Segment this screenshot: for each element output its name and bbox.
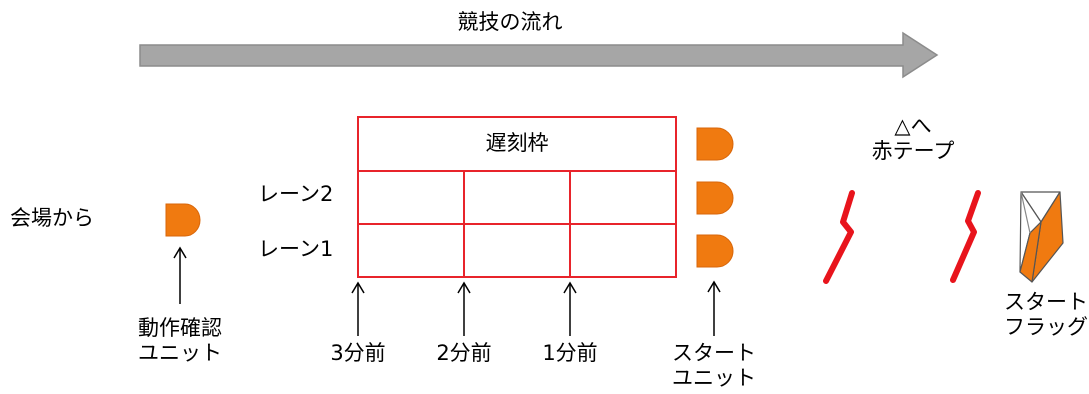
red-tape-label-line2: 赤テープ [871,139,955,164]
red-tape-right [950,190,981,283]
start-flag-label-line2: フラッグ [1004,315,1088,340]
start-flag-label-line1: スタート [1004,290,1088,314]
start-unit-icon-lane2 [696,181,734,215]
start-unit-pointer-arrow [707,280,721,336]
start-unit-label: スタート ユニット [672,341,756,391]
check-unit-label-line1: 動作確認 [138,316,222,340]
late-slot-grid [357,116,677,278]
check-unit-pointer-arrow [173,246,187,304]
red-tape-label: △へ 赤テープ [872,114,955,164]
start-flag-label: スタート フラッグ [1004,290,1088,340]
flow-label: 競技の流れ [457,10,563,34]
time-label-3min: 3分前 [330,341,386,365]
start-unit-icon-late [696,127,734,161]
late-slot-label: 遅刻枠 [485,131,549,155]
start-flag-icon [1019,191,1064,283]
red-tape-left [823,190,855,284]
check-unit-label: 動作確認 ユニット [138,316,222,366]
start-unit-label-line2: ユニット [672,366,756,391]
venue-label: 会場から [10,206,94,230]
start-unit-icon-lane1 [696,234,734,268]
red-tape-label-line1: △へ [894,114,932,138]
check-unit-label-line2: ユニット [138,341,222,366]
start-unit-label-line1: スタート [672,341,756,365]
flow-arrow [139,31,939,79]
lane-1-label: レーン1 [258,237,334,261]
time-pointer-arrows [351,281,577,336]
time-label-1min: 1分前 [542,341,598,365]
time-label-2min: 2分前 [436,341,492,365]
check-unit-icon [165,203,201,237]
lane-2-label: レーン2 [258,182,334,206]
